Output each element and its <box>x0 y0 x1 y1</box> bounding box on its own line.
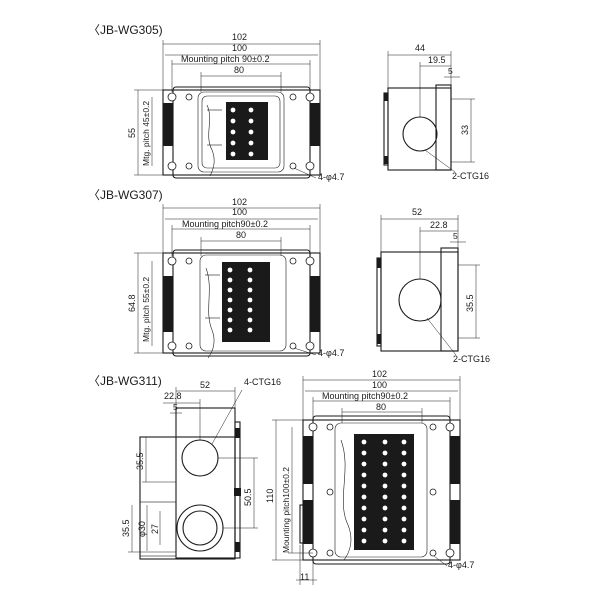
svg-text:102: 102 <box>372 369 387 379</box>
cable-gland-icon <box>398 278 442 322</box>
left-grip <box>303 500 313 544</box>
cable-gland-icon <box>402 116 438 152</box>
svg-text:5: 5 <box>173 402 178 412</box>
svg-text:Mounting pitch90±0.2: Mounting pitch90±0.2 <box>322 391 408 401</box>
screw-icon <box>308 422 318 432</box>
screw-icon <box>429 423 437 431</box>
screw-icon <box>445 548 455 558</box>
screw-icon <box>167 92 177 102</box>
screw-icon <box>445 422 455 432</box>
svg-text:52: 52 <box>200 380 210 390</box>
svg-text:4-φ4.7: 4-φ4.7 <box>318 348 344 358</box>
side-view: 52 22.8 5 4-CTG16 35.5 50.5 35.5 φ30 27 <box>121 377 281 560</box>
svg-text:100: 100 <box>232 43 247 53</box>
svg-text:102: 102 <box>232 197 247 207</box>
svg-text:2-CTG16: 2-CTG16 <box>452 171 489 181</box>
front-view <box>162 86 321 179</box>
svg-text:Mounting pitch90±0.2: Mounting pitch90±0.2 <box>182 219 268 229</box>
svg-text:80: 80 <box>236 230 246 240</box>
right-grip <box>450 500 460 544</box>
front-dimensions: 102 100 Mounting pitch90±0.2 80 64.8 Mtg… <box>127 197 344 358</box>
right-grip <box>310 103 320 146</box>
cable-gland-icon <box>181 439 219 477</box>
svg-text:110: 110 <box>265 489 275 503</box>
front-dimensions: 102 100 Mounting pitch 90±0.2 80 55 Mtg.… <box>127 32 344 182</box>
cable-gland-inner-icon <box>182 510 218 546</box>
svg-text:52: 52 <box>412 207 422 217</box>
cable-gland-icon <box>176 504 224 552</box>
svg-text:φ30: φ30 <box>137 521 147 537</box>
screw-icon <box>305 161 315 171</box>
svg-text:22.8: 22.8 <box>430 220 448 230</box>
screw-icon <box>167 161 177 171</box>
right-grip <box>310 276 320 332</box>
svg-text:50.5: 50.5 <box>243 488 253 506</box>
svg-text:27: 27 <box>150 524 160 534</box>
screw-icon <box>289 162 297 170</box>
svg-text:11: 11 <box>300 572 309 582</box>
screw-icon <box>167 256 177 266</box>
svg-text:4-CTG16: 4-CTG16 <box>244 377 281 387</box>
screw-icon <box>305 92 315 102</box>
side-view: 44 19.5 5 33 2-CTG16 <box>383 43 489 181</box>
svg-text:19.5: 19.5 <box>428 55 446 65</box>
screw-icon <box>429 488 437 496</box>
svg-text:Mtg. pitch 55±0.2: Mtg. pitch 55±0.2 <box>141 277 151 342</box>
screw-icon <box>185 93 193 101</box>
svg-text:80: 80 <box>376 402 386 412</box>
screw-icon <box>326 549 334 557</box>
front-view <box>162 249 321 359</box>
screw-icon <box>289 342 297 350</box>
svg-text:2-CTG16: 2-CTG16 <box>453 354 490 364</box>
svg-text:33: 33 <box>460 125 470 135</box>
screw-icon <box>429 549 437 557</box>
screw-icon <box>185 342 193 350</box>
svg-text:5: 5 <box>448 66 453 76</box>
right-grip <box>450 436 460 484</box>
svg-text:100: 100 <box>232 207 247 217</box>
svg-text:102: 102 <box>232 32 247 42</box>
screw-icon <box>326 488 334 496</box>
front-view <box>299 415 461 565</box>
svg-text:55: 55 <box>127 128 137 138</box>
svg-text:Mounting pitch 90±0.2: Mounting pitch 90±0.2 <box>181 54 270 64</box>
side-view: 52 22.8 5 35.5 2-CTG16 <box>376 207 490 364</box>
screw-icon <box>305 256 315 266</box>
svg-text:22.8: 22.8 <box>164 391 182 401</box>
screw-icon <box>167 341 177 351</box>
svg-text:35.5: 35.5 <box>121 519 131 537</box>
side-gland <box>299 504 311 544</box>
svg-text:44: 44 <box>415 43 425 53</box>
screw-icon <box>185 257 193 265</box>
screw-icon <box>305 341 315 351</box>
left-grip <box>303 436 313 484</box>
svg-text:100: 100 <box>372 380 387 390</box>
svg-text:35.5: 35.5 <box>465 294 475 312</box>
section-jb-wg305: 〈JB-WG305) <box>88 23 489 182</box>
svg-text:35.5: 35.5 <box>135 452 145 470</box>
screw-icon <box>289 93 297 101</box>
screw-icon <box>289 257 297 265</box>
left-grip <box>163 276 173 332</box>
left-grip <box>163 103 173 146</box>
section-title: 〈JB-WG311) <box>88 374 162 388</box>
section-jb-wg311: 〈JB-WG311) 52 22.8 5 4-CTG16 <box>88 369 474 585</box>
front-dimensions: 102 100 Mounting pitch90±0.2 80 110 Moun… <box>265 369 474 585</box>
screw-icon <box>185 162 193 170</box>
screw-icon <box>326 423 334 431</box>
svg-text:80: 80 <box>234 65 244 75</box>
svg-text:Mtg. pitch 45±0.2: Mtg. pitch 45±0.2 <box>141 101 151 166</box>
section-jb-wg307: 〈JB-WG307) <box>88 188 490 364</box>
section-title: 〈JB-WG307) <box>88 188 163 202</box>
svg-text:Mounting pitch100±0.2: Mounting pitch100±0.2 <box>281 467 291 553</box>
section-title: 〈JB-WG305) <box>88 23 163 37</box>
svg-text:4-φ4.7: 4-φ4.7 <box>448 560 474 570</box>
svg-text:64.8: 64.8 <box>127 294 137 312</box>
svg-text:5: 5 <box>453 231 458 241</box>
svg-text:4-φ4.7: 4-φ4.7 <box>318 172 344 182</box>
